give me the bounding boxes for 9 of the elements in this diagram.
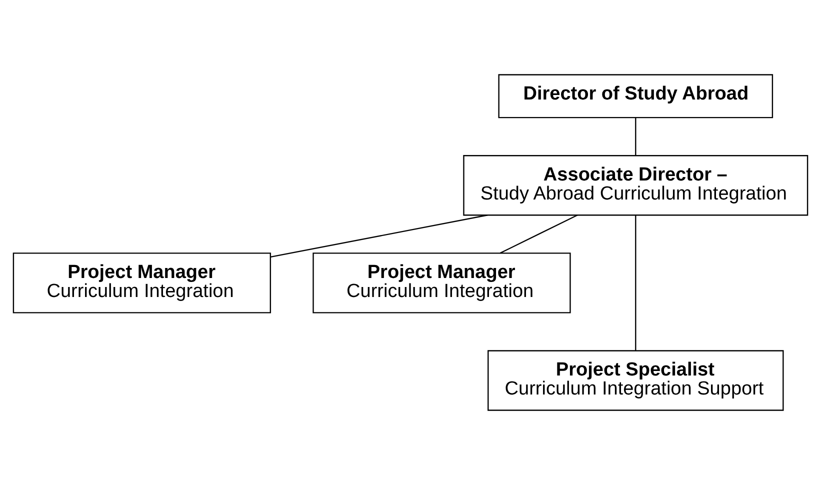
node-box: Associate Director – Study Abroad Curriculum Integration [463,155,808,216]
node-box: Project Specialist Curriculum Integration Support [488,350,784,411]
node-box: Project Manager Curriculum Integration [312,252,571,314]
connector [635,215,636,351]
connector [270,214,488,258]
node-box: Director of Study Abroad [498,74,774,118]
node-box: Project Manager Curriculum Integration [12,252,272,314]
connector [635,118,636,156]
connector [500,214,578,254]
